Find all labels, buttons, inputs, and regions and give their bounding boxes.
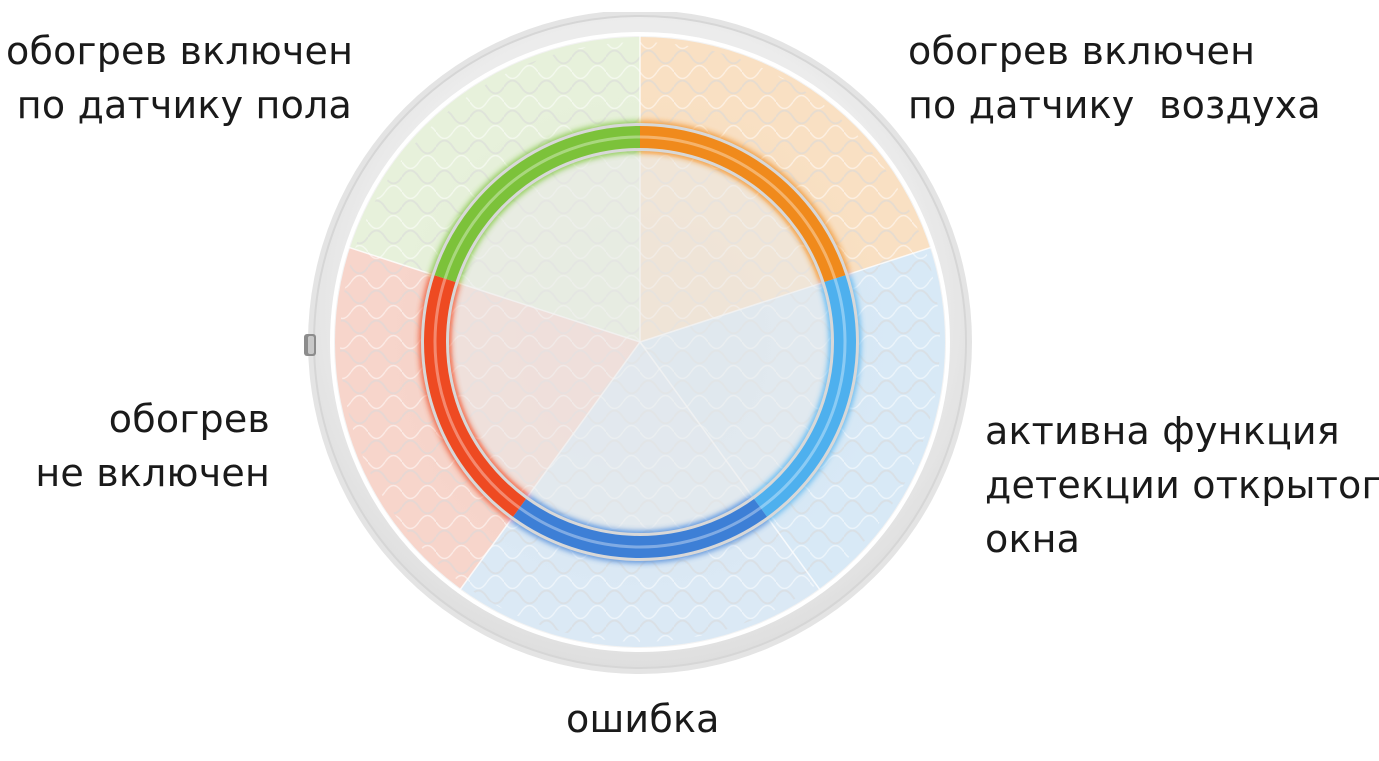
center-face <box>452 154 828 530</box>
label-line: по датчику воздуха <box>908 83 1321 127</box>
status-ring <box>421 123 859 561</box>
ring-highlight-open-window <box>518 506 762 549</box>
ring-segment-floor-sensor <box>639 126 846 283</box>
label-line: по датчику пола <box>16 83 352 127</box>
label-line: обогрев включен <box>6 29 354 73</box>
label-line: ошибка <box>566 697 720 741</box>
ring-segment-air-sensor <box>753 275 856 517</box>
label-line: окна <box>985 517 1081 561</box>
ring-highlight-floor-sensor <box>639 135 837 280</box>
ring-highlight-air-sensor <box>759 278 847 510</box>
thermostat-device <box>300 12 980 692</box>
ring-segment-error <box>424 275 527 517</box>
label-open-window-detection: активна функция детекции открытого окна <box>985 404 1379 566</box>
ring-highlight-heating-off <box>443 135 641 280</box>
label-line: обогрев включен <box>908 29 1256 73</box>
thermostat-device-graphic <box>304 12 972 674</box>
side-button-highlight <box>308 336 314 354</box>
label-air-sensor-heating: обогрев включен по датчику воздуха <box>908 24 1321 132</box>
label-line: обогрев <box>108 397 270 441</box>
label-line: не включен <box>35 451 270 495</box>
ring-segment-heating-off <box>434 126 641 283</box>
ring-highlight-error <box>433 278 521 510</box>
label-line: активна функция <box>985 409 1340 453</box>
ring-segment-open-window <box>513 498 767 558</box>
label-heating-off: обогрев не включен <box>20 392 270 500</box>
label-line: детекции открытого <box>985 463 1379 507</box>
label-error: ошибка <box>566 692 720 746</box>
label-floor-sensor-heating: обогрев включен по датчику пола <box>6 24 354 132</box>
